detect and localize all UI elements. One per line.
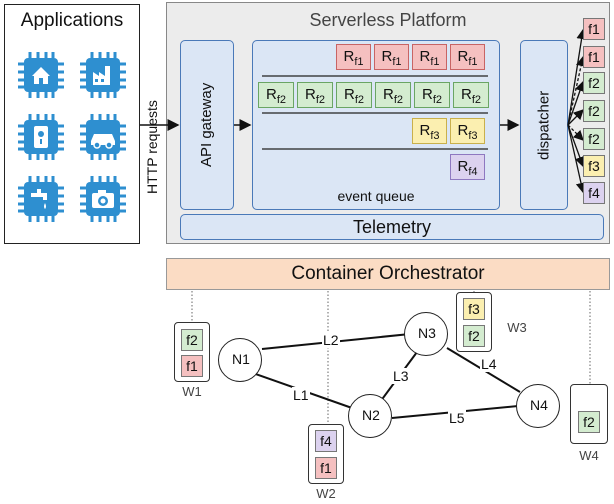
dispatched-f2: f2 (583, 128, 605, 150)
telemetry-bar: Telemetry (180, 214, 604, 240)
link-label-l1: L1 (292, 387, 310, 403)
container-orchestrator-bar: Container Orchestrator (166, 258, 610, 290)
request-f3: Rf3 (412, 118, 447, 144)
request-f2: Rf2 (297, 82, 333, 108)
node-n4: N4 (516, 384, 560, 428)
node-label: N3 (418, 325, 436, 341)
link-label-l2: L2 (322, 332, 340, 348)
queue-row-f4: Rf4 (450, 154, 490, 182)
worker-func-f1: f1 (181, 355, 203, 377)
request-f2: Rf2 (375, 82, 411, 108)
applications-title: Applications (20, 10, 124, 31)
worker-label-w2: W2 (316, 486, 336, 501)
queue-row-f3: Rf3 Rf3 (412, 118, 492, 146)
node-n3: N3 (404, 312, 448, 356)
worker-w3: f3 f2 (456, 292, 492, 352)
security-sensor-icon (16, 112, 66, 162)
node-label: N2 (362, 407, 380, 423)
http-requests-label: HTTP requests (144, 100, 160, 194)
dispatcher-box (520, 40, 568, 210)
node-label: N4 (530, 397, 548, 413)
request-f2: Rf2 (453, 82, 489, 108)
link-label-l3: L3 (392, 368, 410, 384)
worker-w1: f2 f1 (174, 322, 210, 382)
worker-label-w4: W4 (579, 448, 599, 463)
request-f4: Rf4 (450, 154, 485, 180)
worker-func-f4: f4 (315, 430, 337, 452)
worker-func-f3: f3 (463, 298, 485, 320)
request-f1: Rf1 (336, 44, 371, 70)
home-icon (16, 50, 66, 100)
request-f1: Rf1 (412, 44, 447, 70)
worker-func-f2: f2 (181, 329, 203, 351)
event-queue-label: event queue (337, 188, 415, 204)
worker-w4: f2 (570, 384, 608, 444)
queue-row-f1: Rf1 Rf1 Rf1 Rf1 (336, 44, 496, 72)
worker-func-f2: f2 (463, 325, 485, 347)
request-f3: Rf3 (450, 118, 485, 144)
dispatched-f2: f2 (583, 100, 605, 122)
dispatched-f3: f3 (583, 155, 605, 177)
node-label: N1 (232, 351, 250, 367)
queue-row-f2: Rf2 Rf2 Rf2 Rf2 Rf2 Rf2 (258, 82, 498, 110)
car-icon (78, 112, 128, 162)
request-f2: Rf2 (336, 82, 372, 108)
worker-func-f1: f1 (315, 457, 337, 479)
link-label-l4: L4 (480, 356, 498, 372)
dispatched-f1: f1 (583, 46, 605, 68)
request-f1: Rf1 (374, 44, 409, 70)
factory-icon (78, 50, 128, 100)
request-f2: Rf2 (414, 82, 450, 108)
application-icons (16, 50, 128, 224)
node-n1: N1 (218, 338, 262, 382)
dispatched-f2: f2 (583, 72, 605, 94)
water-faucet-icon (16, 174, 66, 224)
worker-w2: f4 f1 (308, 424, 344, 484)
request-f1: Rf1 (450, 44, 485, 70)
dispatched-f1: f1 (583, 18, 605, 40)
request-f2: Rf2 (258, 82, 294, 108)
camera-icon (78, 174, 128, 224)
worker-label-w3: W3 (507, 320, 527, 335)
api-gateway-box (180, 40, 234, 210)
link-label-l5: L5 (448, 410, 466, 426)
platform-title: Serverless Platform (309, 10, 467, 30)
worker-func-f2: f2 (578, 411, 600, 433)
node-n2: N2 (348, 394, 392, 438)
dispatched-f4: f4 (583, 182, 605, 204)
worker-label-w1: W1 (182, 384, 202, 399)
